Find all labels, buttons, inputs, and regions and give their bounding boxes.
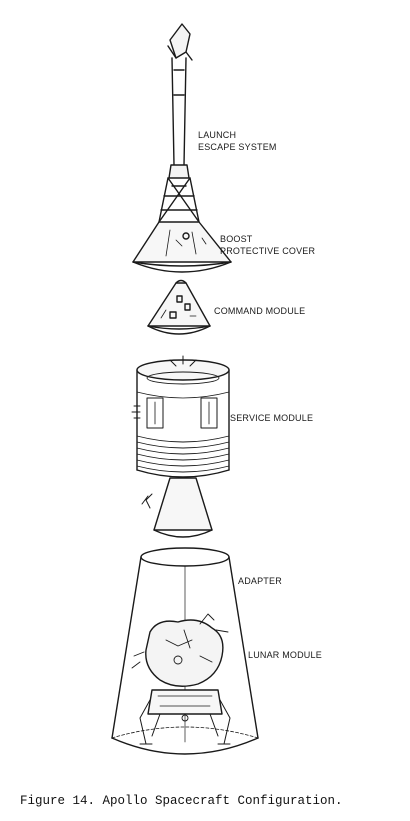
service-module-label: SERVICE MODULE bbox=[230, 413, 314, 423]
boost-protective-cover-label: BOOST PROTECTIVE COVER bbox=[220, 233, 315, 257]
service-module-drawing bbox=[132, 356, 229, 477]
figure-caption: Figure 14. Apollo Spacecraft Configurati… bbox=[20, 794, 343, 808]
boost-cover-label-line2: PROTECTIVE COVER bbox=[220, 246, 316, 256]
lunar-module-drawing bbox=[132, 614, 230, 744]
launch-escape-label-line1: LAUNCH bbox=[198, 130, 237, 140]
lunar-module-label: LUNAR MODULE bbox=[248, 650, 322, 660]
launch-escape-system-drawing bbox=[133, 24, 231, 272]
launch-escape-label-line2: ESCAPE SYSTEM bbox=[198, 142, 277, 152]
launch-escape-system-label: LAUNCH ESCAPE SYSTEM bbox=[198, 129, 277, 153]
engine-nozzle-drawing bbox=[142, 478, 212, 537]
command-module-label: COMMAND MODULE bbox=[214, 306, 306, 316]
boost-cover-label-line1: BOOST bbox=[220, 234, 253, 244]
adapter-label: ADAPTER bbox=[238, 576, 282, 586]
command-module-drawing bbox=[148, 281, 210, 335]
